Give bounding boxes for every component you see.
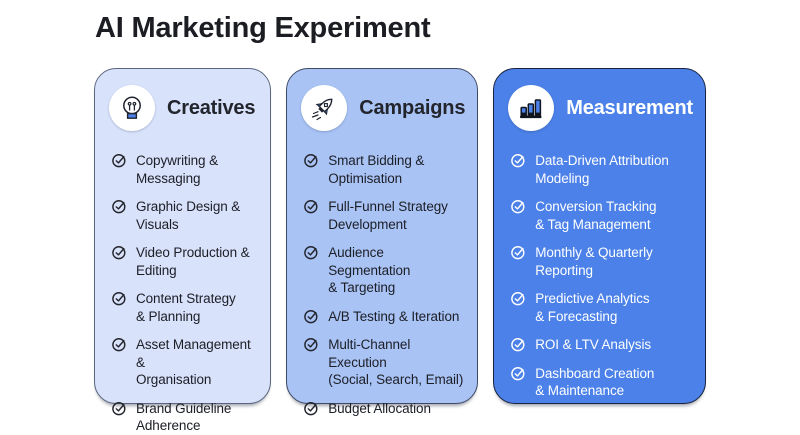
list-item-label: Monthly & Quarterly Reporting — [535, 245, 653, 278]
page-title: AI Marketing Experiment — [95, 12, 431, 44]
list-item: Dashboard Creation & Maintenance — [510, 365, 693, 400]
list-item-label: Conversion Tracking & Tag Management — [535, 199, 657, 232]
list-item-label: Copywriting & Messaging — [136, 153, 218, 186]
list-item-label: Data-Driven Attribution Modeling — [535, 153, 669, 186]
item-list: Data-Driven Attribution Modeling Convers… — [508, 152, 693, 400]
cards-row: Creatives Copywriting & Messaging Graphi… — [94, 68, 706, 433]
list-item-label: Dashboard Creation & Maintenance — [535, 365, 655, 399]
check-icon — [303, 400, 320, 417]
card-header: Measurement — [508, 85, 693, 131]
item-list: Copywriting & Messaging Graphic Design &… — [109, 152, 258, 435]
check-icon — [303, 244, 320, 261]
check-icon — [111, 290, 128, 307]
list-item-label: Graphic Design & Visuals — [136, 199, 241, 232]
list-item-label: A/B Testing & Iteration — [328, 308, 460, 324]
list-item: Audience Segmentation & Targeting — [303, 244, 465, 297]
check-icon — [303, 308, 320, 325]
list-item: A/B Testing & Iteration — [303, 308, 465, 326]
card-measurement: Measurement Data-Driven Attribution Mode… — [493, 68, 706, 404]
check-icon — [510, 365, 527, 382]
check-icon — [303, 336, 320, 353]
lightbulb-icon — [109, 85, 155, 131]
list-item: Video Production & Editing — [111, 244, 258, 279]
list-item-label: Multi-Channel Execution (Social, Search,… — [328, 337, 464, 387]
check-icon — [111, 244, 128, 261]
check-icon — [111, 400, 128, 417]
check-icon — [111, 152, 128, 169]
list-item: ROI & LTV Analysis — [510, 336, 693, 354]
list-item: Data-Driven Attribution Modeling — [510, 152, 693, 187]
list-item-label: Predictive Analytics & Forecasting — [535, 291, 650, 324]
card-title: Measurement — [566, 96, 693, 119]
check-icon — [510, 152, 527, 169]
check-icon — [303, 198, 320, 215]
check-icon — [510, 290, 527, 307]
list-item: Full-Funnel Strategy Development — [303, 198, 465, 233]
list-item: Graphic Design & Visuals — [111, 198, 258, 233]
check-icon — [303, 152, 320, 169]
list-item: Multi-Channel Execution (Social, Search,… — [303, 336, 465, 389]
list-item: Content Strategy & Planning — [111, 290, 258, 325]
list-item-label: Budget Allocation — [328, 400, 431, 416]
check-icon — [510, 244, 527, 261]
check-icon — [111, 336, 128, 353]
card-header: Creatives — [109, 85, 258, 131]
check-icon — [510, 198, 527, 215]
list-item: Monthly & Quarterly Reporting — [510, 244, 693, 279]
list-item-label: ROI & LTV Analysis — [535, 337, 651, 352]
card-header: Campaigns — [301, 85, 465, 131]
list-item: Predictive Analytics & Forecasting — [510, 290, 693, 325]
card-title: Creatives — [167, 96, 256, 119]
check-icon — [111, 198, 128, 215]
list-item-label: Smart Bidding & Optimisation — [328, 153, 425, 186]
card-creatives: Creatives Copywriting & Messaging Graphi… — [94, 68, 272, 433]
rocket-icon — [301, 85, 348, 131]
list-item-label: Video Production & Editing — [136, 245, 250, 278]
list-item: Brand Guideline Adherence — [111, 400, 258, 435]
list-item-label: Audience Segmentation & Targeting — [328, 245, 411, 295]
list-item: Conversion Tracking & Tag Management — [510, 198, 693, 233]
card-campaigns: Campaigns Smart Bidding & Optimisation F… — [286, 68, 479, 416]
list-item: Smart Bidding & Optimisation — [303, 152, 465, 187]
bar-chart-icon — [508, 85, 555, 131]
list-item-label: Asset Management & Organisation — [136, 337, 251, 387]
list-item-label: Content Strategy & Planning — [136, 291, 236, 324]
list-item-label: Brand Guideline Adherence — [136, 400, 232, 434]
check-icon — [510, 336, 527, 353]
list-item: Budget Allocation — [303, 400, 465, 418]
list-item-label: Full-Funnel Strategy Development — [328, 199, 448, 232]
list-item: Asset Management & Organisation — [111, 336, 258, 389]
list-item: Copywriting & Messaging — [111, 152, 258, 187]
item-list: Smart Bidding & Optimisation Full-Funnel… — [301, 152, 465, 417]
card-title: Campaigns — [359, 96, 466, 119]
